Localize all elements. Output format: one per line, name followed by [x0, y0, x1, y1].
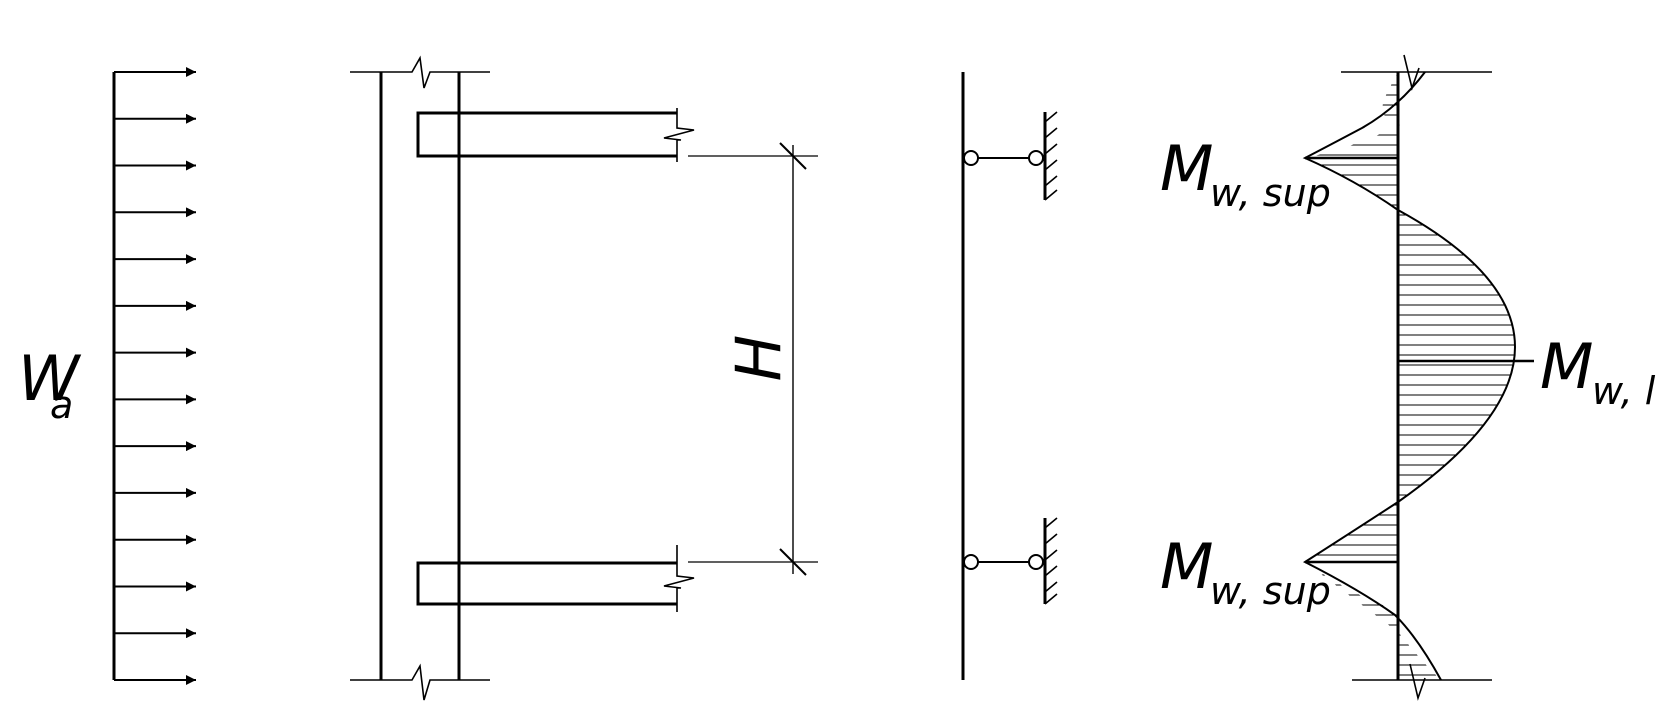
- load-arrows: [114, 67, 196, 685]
- dimension-tick-bottom: [779, 548, 807, 576]
- moment-top-label-subscript: w, sup: [1210, 171, 1331, 215]
- height-label: H: [722, 335, 795, 382]
- bottom-slab: [416, 545, 695, 612]
- top-slab: [416, 108, 695, 162]
- dimension-tick-top: [779, 142, 807, 170]
- wall-section: [350, 55, 695, 701]
- top-slab-break-line: [663, 108, 695, 162]
- moment-top-label: M: [1160, 132, 1214, 205]
- bottom-slab-break-line: [663, 545, 695, 612]
- top-pin-support: [963, 111, 1058, 201]
- moment-mid-label-subscript: w, l: [1592, 369, 1656, 413]
- moment-bottom-label-subscript: w, sup: [1210, 569, 1331, 613]
- top-hinge: [963, 150, 979, 166]
- moment-fill-bottom-edge: [1305, 562, 1441, 680]
- moment-fill-top-edge: [1305, 72, 1400, 158]
- bottom-hinge: [963, 554, 979, 570]
- bottom-support-hinge: [1028, 554, 1044, 570]
- moment-mid-label: M: [1540, 330, 1594, 403]
- moment-fill-top-support: [1305, 158, 1398, 210]
- moment-diagram: M w, sup M w, l M w, sup: [1160, 54, 1656, 701]
- moment-curve: [1302, 71, 1516, 681]
- bottom-ground-hatch: [1044, 517, 1058, 605]
- wall-bottom-break-line: [350, 663, 490, 701]
- wind-load: W a: [18, 67, 196, 685]
- wall-top-break-line: [350, 55, 490, 89]
- moment-fill-span: [1398, 210, 1515, 502]
- bottom-pin-support: [963, 517, 1058, 605]
- moment-bottom-break-mark: [1409, 663, 1426, 701]
- moment-top-break-mark: [1403, 54, 1420, 91]
- moment-bottom-label: M: [1160, 530, 1214, 603]
- top-support-hinge: [1028, 150, 1044, 166]
- load-label: W: [18, 342, 82, 415]
- static-model: [961, 72, 1058, 680]
- top-ground-hatch: [1044, 111, 1058, 201]
- height-dimension: H: [688, 142, 818, 576]
- load-label-subscript: a: [50, 383, 73, 427]
